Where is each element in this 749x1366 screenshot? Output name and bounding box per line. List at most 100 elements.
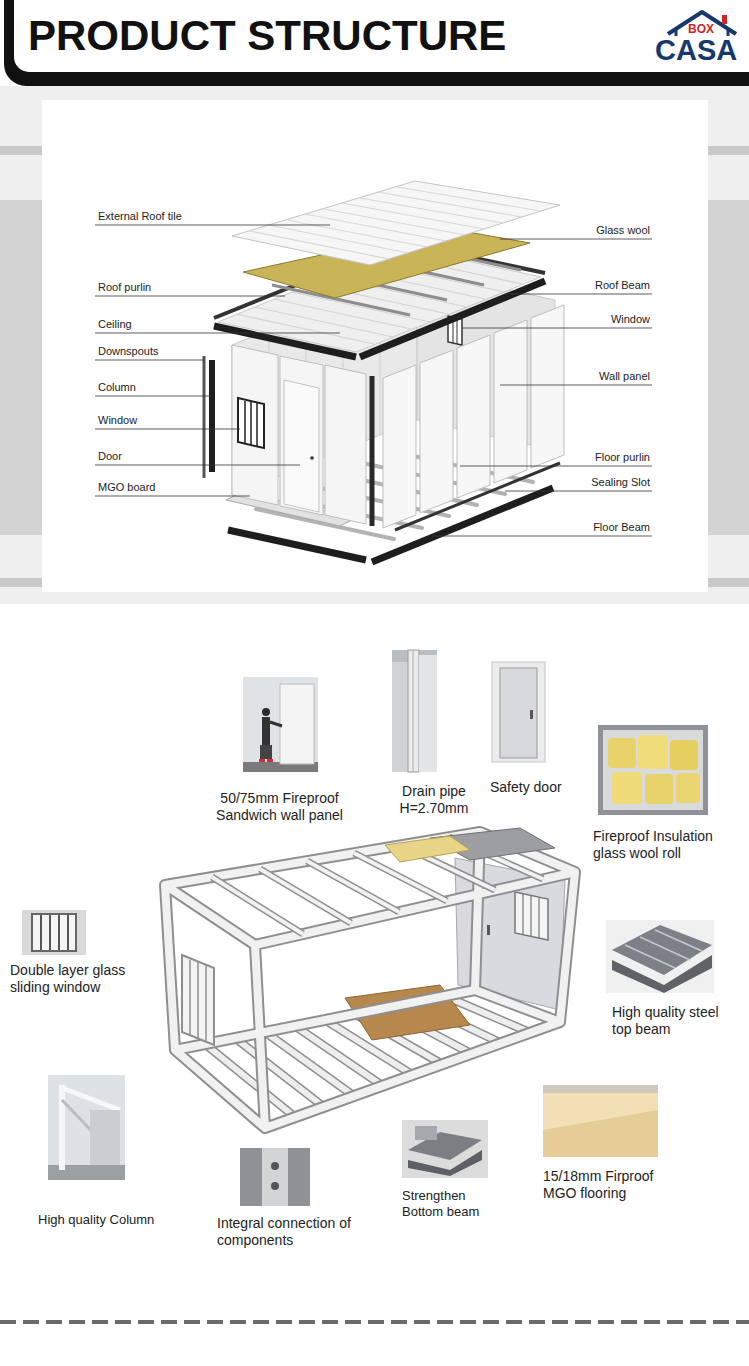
photo-window: [40, 915, 42, 950]
front-window: [238, 398, 264, 448]
roof-beam: [214, 326, 356, 357]
leader-line: [95, 360, 205, 361]
door: [310, 456, 314, 460]
roof-tile: [232, 181, 560, 265]
photo-drain-pipe: [392, 650, 437, 772]
photo-safety-door: [500, 668, 537, 758]
photo-mgo-flooring: [543, 1085, 658, 1157]
leader-line: [95, 465, 300, 466]
photo-caption: High quality Column: [38, 1212, 154, 1228]
photo-top-beam: [625, 945, 675, 968]
background-panel: [0, 578, 42, 587]
photo-wall-panel: [280, 684, 314, 764]
part-label: Roof purlin: [98, 281, 151, 294]
wall-panel: [457, 335, 490, 498]
leader-line: [432, 536, 652, 537]
front-short-wall: [232, 345, 366, 524]
photo-bottom-beam: [402, 1120, 488, 1178]
background-panel: [0, 200, 42, 535]
dashed-divider: [0, 1322, 749, 1323]
part-label: Wall panel: [520, 370, 650, 383]
photo-caption: Strengthen Bottom beam: [402, 1188, 502, 1219]
photo-safety-door: [492, 662, 545, 762]
part-label: Ceiling: [98, 318, 132, 331]
header-bar: [14, 0, 749, 72]
photo-top-beam: [640, 937, 690, 960]
roof-tile: [397, 187, 541, 211]
photo-wall-panel: [260, 745, 272, 759]
ceiling: [292, 292, 430, 322]
leader-line: [505, 294, 652, 295]
column: [209, 360, 215, 472]
front-short-wall: [325, 365, 366, 524]
header-bar: [4, 0, 749, 86]
wall-panel-back: [515, 892, 548, 940]
photo-wall-panel: [262, 717, 270, 745]
photo-top-beam: [625, 930, 702, 968]
leader-line: [95, 296, 285, 297]
photo-wall-panel: [262, 708, 270, 716]
photo-drain-pipe: [419, 655, 437, 772]
photo-top-beam: [612, 955, 712, 993]
photo-column: [48, 1075, 125, 1180]
logo-icon: [668, 12, 736, 36]
leader-line: [95, 333, 340, 334]
page-title: PRODUCT STRUCTURE: [28, 15, 506, 57]
background-panel: [0, 86, 749, 604]
column: [204, 356, 372, 526]
photo-mgo-flooring: [543, 1085, 658, 1157]
photo-window: [41, 915, 68, 950]
part-label: Downspouts: [98, 345, 159, 358]
photo-mgo-flooring: [543, 1085, 658, 1093]
photo-caption: Drain pipe H=2.70mm: [386, 783, 482, 817]
roof-sheet: [385, 828, 555, 862]
part-label: Door: [98, 450, 122, 463]
wall-panel-back: [538, 898, 539, 939]
wall-panel-back: [530, 896, 531, 937]
photo-window: [22, 910, 86, 955]
wall-panel-back: [523, 894, 539, 939]
photo-caption: Integral connection of components: [217, 1215, 362, 1249]
logo-text: CASA: [655, 36, 737, 65]
background-panel: [708, 146, 749, 155]
photo-safety-door: [492, 662, 545, 762]
wall-panel: [531, 305, 564, 468]
door: [284, 380, 319, 512]
photo-caption: Fireproof Insulation glass wool roll: [593, 828, 738, 862]
photo-top-beam: [606, 920, 714, 993]
frame-window: [189, 960, 191, 1035]
photo-column: [62, 1088, 120, 1110]
photo-glass-wool: [603, 730, 703, 810]
background-panel: [708, 578, 749, 587]
photo-caption: High quality steel top beam: [612, 1004, 727, 1038]
photo-window: [67, 915, 69, 950]
background-panel: [0, 146, 42, 155]
background-panel: [0, 86, 749, 604]
photo-glass-wool: [608, 738, 636, 768]
roof-tile: [232, 181, 560, 265]
photo-wall-panel: [243, 677, 318, 772]
photo-connection: [271, 1182, 279, 1190]
steel-frame: [165, 832, 575, 1128]
back-window: [457, 318, 458, 344]
photo-bottom-beam: [408, 1150, 482, 1176]
part-label: Glass wool: [520, 224, 650, 237]
leader-line: [505, 491, 652, 492]
column: [370, 376, 375, 526]
photo-glass-wool: [645, 774, 673, 804]
part-label: Sealing Slot: [520, 476, 650, 489]
front-window: [238, 398, 264, 448]
leader-line: [95, 429, 240, 430]
background-panel: [42, 100, 708, 592]
part-label: Roof Beam: [520, 279, 650, 292]
front-window: [250, 402, 252, 445]
photo-window: [22, 910, 86, 955]
photo-window: [49, 915, 51, 950]
photo-wall-panel: [267, 759, 273, 762]
leader-line: [95, 396, 212, 397]
roof-sheet: [385, 836, 470, 862]
photo-caption: 15/18mm Firproof MGO flooring: [543, 1168, 683, 1202]
ceiling: [255, 307, 393, 337]
wall-panel: [494, 320, 527, 483]
photo-caption: Safety door: [490, 779, 562, 796]
